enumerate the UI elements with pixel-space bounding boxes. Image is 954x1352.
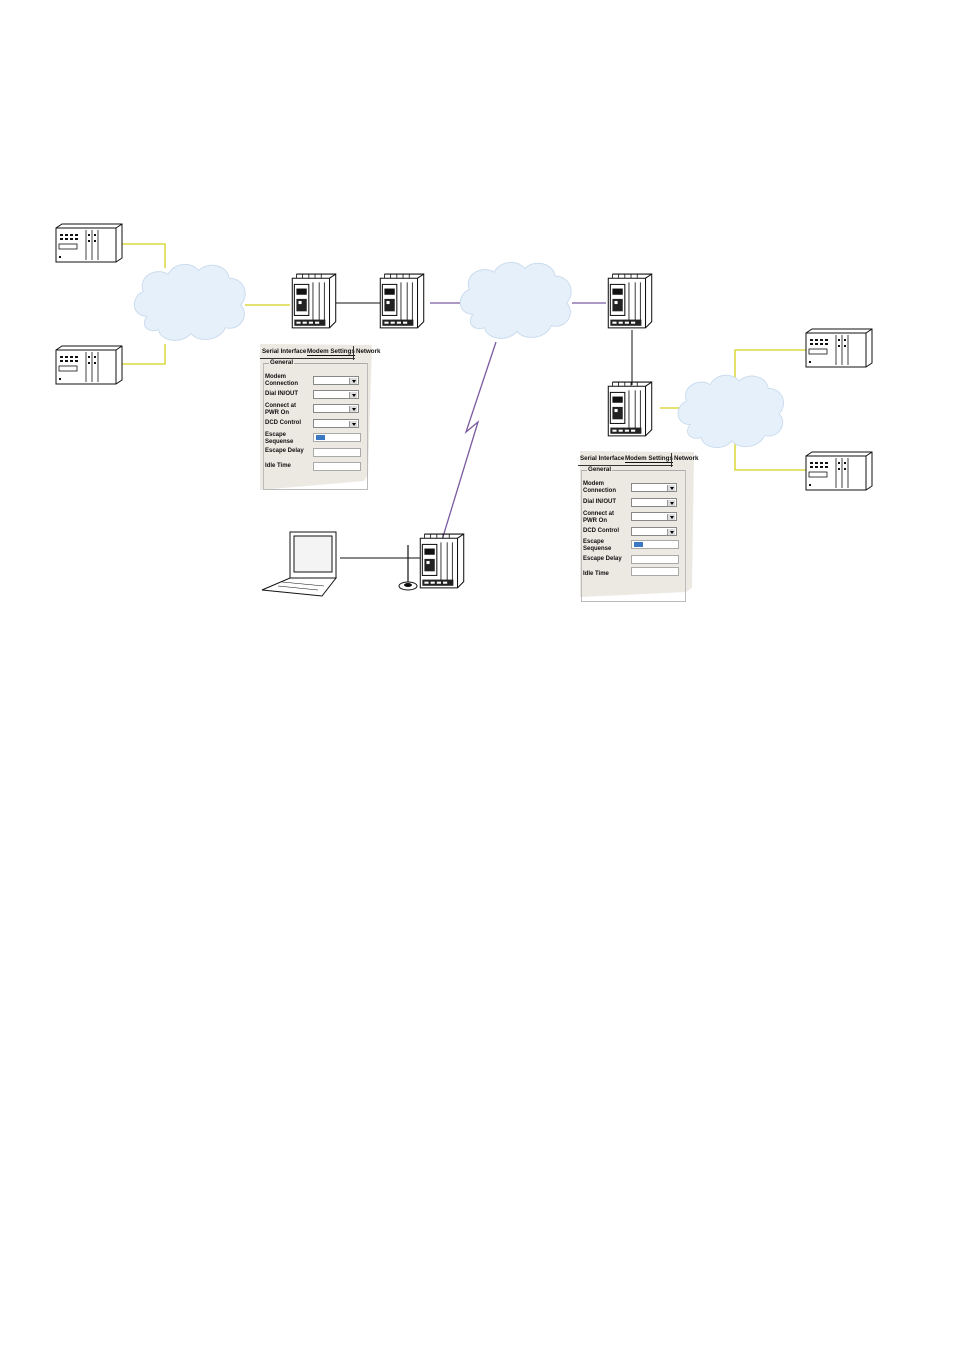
dial-in-out-dropdown[interactable] xyxy=(631,498,677,507)
tab-serial-interface[interactable]: Serial Interface xyxy=(262,348,307,355)
din-rail-modem-icon xyxy=(607,381,653,437)
tab-modem-settings[interactable]: Modem Settings xyxy=(307,348,355,356)
idle-time-field[interactable] xyxy=(313,462,361,471)
connect-at-pwr-on-label: Connect at PWR On xyxy=(583,511,615,524)
modem-connection-label: Modem Connection xyxy=(265,374,298,387)
plc-device-icon xyxy=(55,223,123,263)
selected-text-highlight xyxy=(316,435,325,440)
antenna-icon xyxy=(398,545,418,591)
tab-baseline xyxy=(260,358,355,359)
escape-sequense-field[interactable] xyxy=(313,433,361,442)
network-diagram xyxy=(55,223,873,597)
modem-connection-dropdown[interactable] xyxy=(313,376,359,385)
escape-delay-field[interactable] xyxy=(313,448,361,457)
escape-sequense-field[interactable] xyxy=(631,540,679,549)
chevron-down-icon[interactable] xyxy=(349,421,357,427)
escape-delay-label: Escape Delay xyxy=(265,448,304,454)
chevron-down-icon[interactable] xyxy=(349,378,357,384)
din-rail-modem-icon xyxy=(607,273,653,329)
modem-connection-dropdown[interactable] xyxy=(631,483,677,492)
tab-divider xyxy=(353,346,354,360)
dcd-control-label: DCD Control xyxy=(265,420,301,426)
tab-network[interactable]: Network xyxy=(356,348,381,355)
din-rail-modem-icon xyxy=(291,273,337,329)
idle-time-label: Idle Time xyxy=(265,463,291,469)
chevron-down-icon[interactable] xyxy=(667,485,675,491)
idle-time-field[interactable] xyxy=(631,567,679,576)
dial-in-out-label: Dial IN/OUT xyxy=(265,391,299,397)
laptop-icon xyxy=(261,531,338,597)
network-cloud-icon xyxy=(677,374,785,449)
lan-link xyxy=(122,243,808,471)
chevron-down-icon[interactable] xyxy=(349,392,357,398)
tab-modem-settings[interactable]: Modem Settings xyxy=(625,455,673,463)
chevron-down-icon[interactable] xyxy=(349,406,357,412)
network-cloud-icon xyxy=(133,263,246,341)
chevron-down-icon[interactable] xyxy=(667,500,675,506)
network-cloud-icon xyxy=(459,261,572,339)
plc-device-icon xyxy=(55,345,123,385)
connect-at-pwr-on-dropdown[interactable] xyxy=(313,404,359,413)
dial-in-out-dropdown[interactable] xyxy=(313,390,359,399)
connect-at-pwr-on-dropdown[interactable] xyxy=(631,512,677,521)
escape-sequense-label: Escape Sequense xyxy=(583,539,612,552)
escape-delay-field[interactable] xyxy=(631,555,679,564)
dcd-control-dropdown[interactable] xyxy=(313,419,359,428)
din-rail-modem-icon xyxy=(379,273,425,329)
panel-tabs: Serial Interface Modem Settings Network xyxy=(260,346,380,360)
serial-link xyxy=(334,302,633,559)
dcd-control-label: DCD Control xyxy=(583,528,619,534)
din-rail-modem-icon xyxy=(419,533,465,589)
general-group: General xyxy=(581,466,686,602)
dial-in-out-label: Dial IN/OUT xyxy=(583,499,617,505)
escape-sequense-label: Escape Sequense xyxy=(265,432,294,445)
modem-connection-label: Modem Connection xyxy=(583,481,616,494)
tab-serial-interface[interactable]: Serial Interface xyxy=(580,455,625,462)
tab-network[interactable]: Network xyxy=(674,455,699,462)
tab-divider xyxy=(671,453,672,467)
plc-device-icon xyxy=(805,451,873,491)
chevron-down-icon[interactable] xyxy=(667,514,675,520)
panel-tabs: Serial Interface Modem Settings Network xyxy=(578,453,698,467)
group-title: General xyxy=(587,466,613,473)
chevron-down-icon[interactable] xyxy=(667,529,675,535)
idle-time-label: Idle Time xyxy=(583,571,609,577)
general-group: General xyxy=(263,359,368,490)
connect-at-pwr-on-label: Connect at PWR On xyxy=(265,403,297,416)
dcd-control-dropdown[interactable] xyxy=(631,527,677,536)
plc-device-icon xyxy=(805,328,873,368)
radio-link xyxy=(430,302,606,541)
selected-text-highlight xyxy=(634,542,643,547)
group-title: General xyxy=(269,359,295,366)
tab-baseline xyxy=(578,465,673,466)
escape-delay-label: Escape Delay xyxy=(583,556,622,562)
